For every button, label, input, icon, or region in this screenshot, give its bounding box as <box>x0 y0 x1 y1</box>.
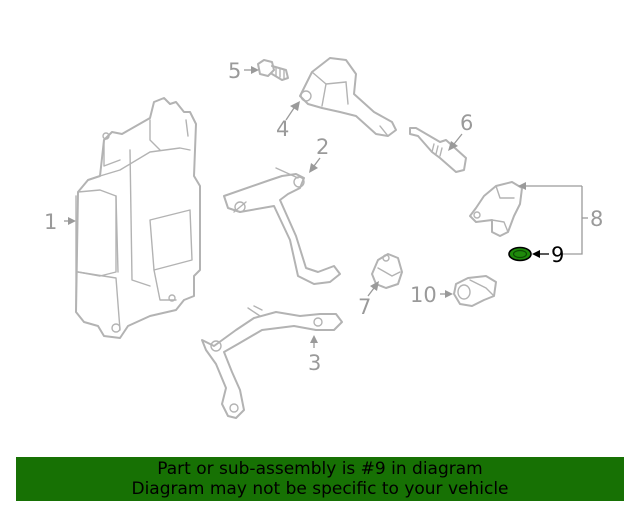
part-1-control-module <box>75 97 201 339</box>
callout-7: 7 <box>358 295 371 319</box>
part-3-lower-bracket <box>201 305 343 419</box>
callout-9-highlighted: 9 <box>551 243 564 267</box>
banner-line-disclaimer: Diagram may not be specific to your vehi… <box>131 479 509 499</box>
banner-line-part-number: Part or sub-assembly is #9 in diagram <box>157 459 483 479</box>
callout-2: 2 <box>316 135 329 159</box>
parts-diagram: 1 2 3 4 5 6 7 8 9 10 <box>44 57 603 419</box>
part-2-bracket <box>223 167 341 285</box>
callout-labels: 1 2 3 4 5 6 7 8 9 10 <box>44 59 603 375</box>
callout-8: 8 <box>590 207 603 231</box>
part-5-bolt <box>257 59 289 81</box>
part-7-sensor <box>371 253 403 289</box>
leader-lines <box>64 66 588 348</box>
part-6-sensor <box>409 127 467 173</box>
callout-4: 4 <box>276 117 289 141</box>
part-9-o-ring-highlighted <box>508 246 532 262</box>
callout-1: 1 <box>44 210 57 234</box>
callout-5: 5 <box>228 59 241 83</box>
callout-3: 3 <box>308 351 321 375</box>
part-8-sensor <box>469 181 523 237</box>
info-banner: Part or sub-assembly is #9 in diagram Di… <box>16 457 624 501</box>
callout-10: 10 <box>410 283 437 307</box>
part-4-ignition-coil <box>299 57 397 137</box>
part-10-sensor <box>453 275 497 307</box>
callout-6: 6 <box>460 111 473 135</box>
